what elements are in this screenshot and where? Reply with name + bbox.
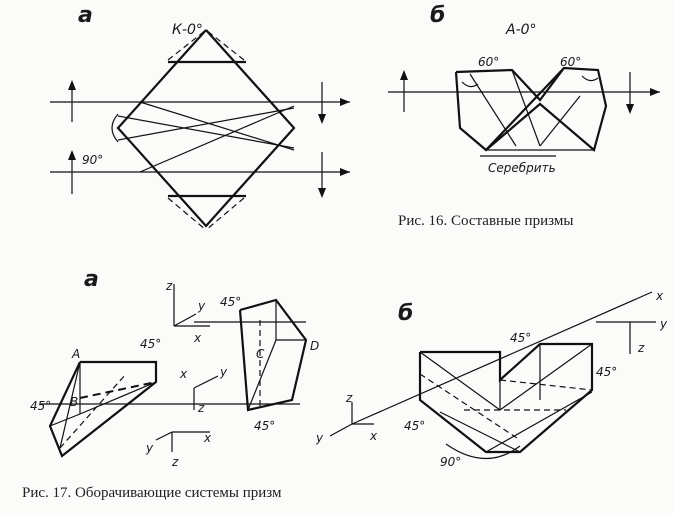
fig17b-letter: б: [398, 301, 413, 326]
fig16a-title: К-0°: [172, 22, 203, 38]
fig16b-angle-right: 60°: [560, 55, 581, 69]
fig16a-diagram: [50, 29, 350, 231]
fig17b-axis-y1: y: [659, 317, 668, 331]
fig17a-label-d: D: [310, 339, 319, 353]
fig17b-diagram: [329, 291, 656, 460]
fig17a-angle-1: 45°: [140, 337, 161, 351]
fig16a-letter: а: [78, 3, 93, 28]
fig17b-angle-3: 45°: [404, 419, 425, 433]
fig17a-label-b: B: [70, 395, 78, 409]
fig17b-axis-z1: z: [637, 341, 645, 355]
fig16b-letter: б: [430, 3, 445, 28]
fig17a-axis-x3: x: [203, 431, 212, 445]
fig17a-angle-2: 45°: [30, 399, 51, 413]
fig17a-axis-z3: z: [171, 455, 179, 469]
fig17b-axis-z2: z: [345, 391, 353, 405]
fig17a-axis-z1: z: [165, 279, 173, 293]
fig17a-axis-y1: y: [197, 299, 206, 313]
fig16b-silver-note: Серебрить: [488, 161, 556, 175]
fig17a-diagram: [40, 284, 308, 458]
fig17a-angle-4: 45°: [254, 419, 275, 433]
fig16b-angle-left: 60°: [478, 55, 499, 69]
fig16-caption: Рис. 16. Составные призмы: [398, 213, 573, 229]
fig16a-angle-label: 90°: [82, 153, 103, 167]
fig17b-angle-90: 90°: [440, 455, 461, 469]
fig17b-angle-2: 45°: [596, 365, 617, 379]
fig17b-axis-x2: x: [369, 429, 378, 443]
fig17a-label-c: C: [256, 347, 265, 361]
fig17a-axis-y3: y: [145, 441, 154, 455]
fig17b-axis-y2: y: [315, 431, 324, 445]
fig17a-axis-x1: x: [193, 331, 202, 345]
fig17a-angle-3: 45°: [220, 295, 241, 309]
fig17a-axis-z2: z: [197, 401, 205, 415]
fig16b-title: А-0°: [505, 22, 537, 38]
fig17a-letter: а: [84, 267, 99, 292]
fig17b-angle-1: 45°: [510, 331, 531, 345]
fig17a-axis-x2: x: [179, 367, 188, 381]
fig16b-diagram: [388, 66, 660, 157]
fig17a-axis-y2: y: [219, 365, 228, 379]
fig17b-axis-x1: x: [655, 289, 664, 303]
fig17-caption: Рис. 17. Оборачивающие системы призм: [22, 485, 282, 501]
fig17a-label-a: A: [71, 347, 80, 361]
